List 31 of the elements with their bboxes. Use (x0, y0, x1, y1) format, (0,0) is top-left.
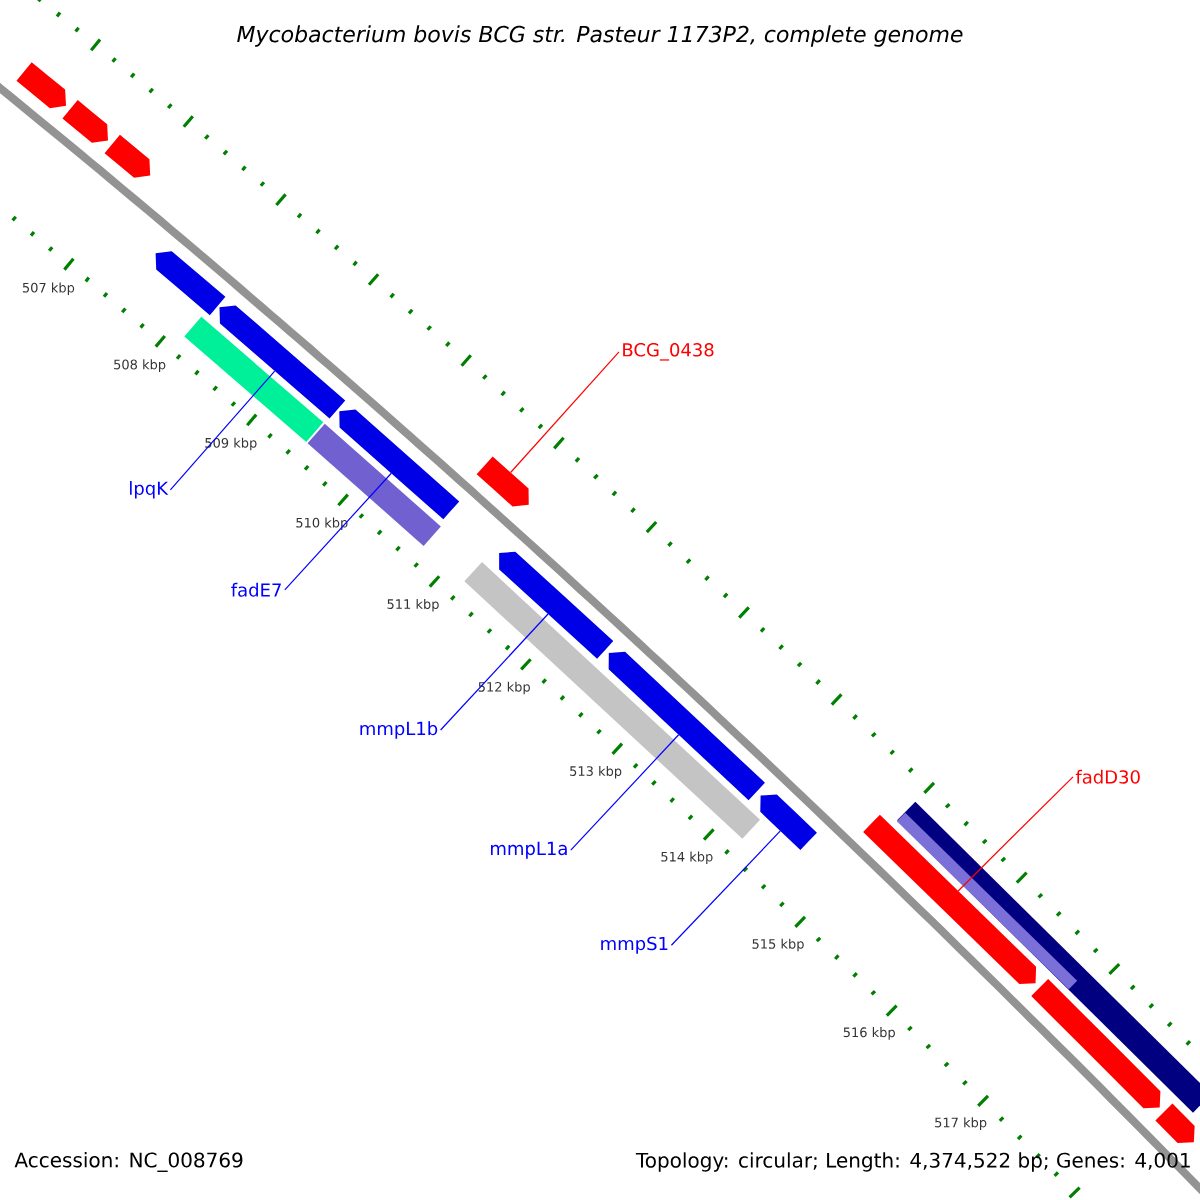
feature-bar (896, 812, 1078, 990)
gene-block (219, 305, 346, 419)
leader-line (570, 734, 680, 851)
gene-label: mmpL1a (491, 841, 567, 859)
gene-block (339, 409, 460, 520)
footer-text: Accession: NC_008769 (14, 1152, 243, 1172)
gene-block (62, 100, 108, 143)
leader-line (510, 351, 620, 474)
gene-block (155, 251, 226, 316)
gene-block (1031, 979, 1161, 1109)
gene-block (863, 814, 1037, 985)
gene-label: mmpL1b (360, 721, 438, 739)
gene-label: fadD30 (1075, 769, 1140, 784)
gene-block (1155, 1103, 1195, 1143)
gene-block (476, 456, 529, 507)
gene-block (104, 134, 151, 178)
title: Mycobacterium bovis BCG str. Pasteur 1173P2, complete genome (237, 25, 963, 47)
footer-text: Topology: circular; Length: 4,374,522 bp; Genes: 4,001 (635, 1152, 1190, 1172)
leader-line (670, 830, 781, 946)
feature-bar (464, 562, 761, 839)
gene-label: mmpS1 (601, 936, 668, 954)
leader-line (440, 613, 549, 731)
gene-label: BCG_0438 (623, 343, 714, 361)
leader-line (284, 472, 392, 591)
leader-line (957, 776, 1074, 892)
gene-block (16, 62, 67, 109)
gene-label: lpqK (130, 481, 169, 499)
gene-block (499, 551, 614, 659)
leader-line (169, 370, 276, 491)
gene-label: fadE7 (231, 582, 281, 597)
gene-block (760, 794, 817, 850)
